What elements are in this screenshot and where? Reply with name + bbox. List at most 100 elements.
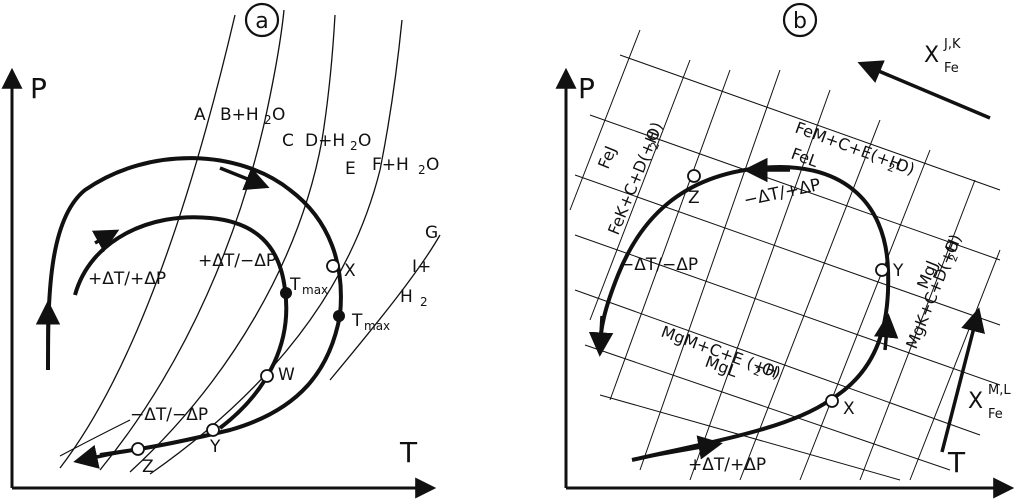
arrow-left <box>73 444 121 469</box>
panel-a-field-labels: A B+H 2 O C D+H 2 O E F+H 2 O G I+ H 2 <box>194 105 439 309</box>
annotation-dtp-minus-minus: −ΔT/−ΔP <box>130 405 208 425</box>
arrow-b-right <box>873 313 899 351</box>
reaction-curve-5 <box>329 234 441 381</box>
tmax-dot-inner <box>280 287 292 299</box>
grid-shallow-1 <box>619 54 1001 191</box>
tmax-inner-sub: max <box>302 283 328 297</box>
label-mgm-sub: 2 <box>752 365 763 380</box>
tmax-outer-label: T <box>351 311 363 331</box>
x-fe-ml-sub: Fe <box>988 407 1003 422</box>
pt-path-b <box>598 165 891 462</box>
grid-steep-4 <box>639 69 781 471</box>
x-fe-jk-label: X <box>924 43 939 68</box>
reaction-curve-4 <box>149 19 403 475</box>
point-y-a-label: Y <box>209 437 221 457</box>
grid-shallow-5 <box>574 289 981 436</box>
panel-a-axis-t-label: T <box>399 436 418 469</box>
grid-shallow-4 <box>574 234 1001 386</box>
arrow-x-fe-jk <box>857 60 991 120</box>
grid-shallow-6 <box>584 344 951 471</box>
label-fek-group: FeK+C+D(+H 2 O) <box>604 119 667 237</box>
point-w <box>260 369 274 383</box>
panel-b-axis-t-label: T <box>947 446 966 479</box>
label-fek-sub: 2 <box>648 140 663 151</box>
arrow-inner <box>91 229 120 253</box>
grid-steep-3 <box>609 69 731 401</box>
point-y-a <box>206 423 220 437</box>
field-f-h2o: F+H <box>372 155 409 175</box>
field-i: I+ <box>412 257 431 277</box>
point-z-a <box>131 442 145 456</box>
tmax-inner-label: T <box>289 275 301 295</box>
point-y-b-label: Y <box>892 261 904 281</box>
field-b-h2o: B+H <box>220 105 259 125</box>
panel-a-axis-p-label: P <box>30 72 47 105</box>
field-d-h2o: D+H <box>305 131 345 151</box>
grid-shallow-7 <box>599 394 901 481</box>
label-fem-sub: 2 <box>886 161 897 176</box>
field-f-water-sub: 2 <box>418 163 426 177</box>
panel-a-label-circle <box>244 2 280 38</box>
field-g: G <box>425 223 438 243</box>
grid-steep-6 <box>739 119 881 481</box>
tmax-dot-outer <box>333 310 345 322</box>
field-d-water-sub: 2 <box>350 139 358 153</box>
arrow-b-left <box>588 315 614 357</box>
field-e: E <box>345 159 356 179</box>
panel-b-phase-labels: FeJ FeK+C+D(+H 2 O) FeM+C+E(+H 2 O) FeL … <box>594 118 965 383</box>
point-x-b-label: X <box>843 399 855 419</box>
x-fe-ml-label: X <box>968 389 983 414</box>
grid-steep-8 <box>859 179 976 481</box>
panel-b-label-circle <box>782 2 818 38</box>
field-a: A <box>194 105 206 125</box>
reaction-curve-3 <box>129 14 336 473</box>
reaction-curve-1 <box>59 14 236 469</box>
annotation-b-top: −ΔT/+ΔP <box>742 175 823 211</box>
pt-path-inner <box>73 215 289 430</box>
panel-a-label: a <box>255 9 268 34</box>
reaction-curve-2 <box>99 9 285 471</box>
point-x-a <box>326 259 340 273</box>
point-w-label: W <box>278 365 295 385</box>
field-b-water-o: O <box>272 105 285 125</box>
pt-path-outer <box>46 156 343 457</box>
field-c: C <box>282 131 294 151</box>
field-i-water-sub: 2 <box>420 295 428 309</box>
x-fe-jk-sup: J,K <box>943 37 961 52</box>
grid-steep-7 <box>799 149 931 481</box>
panel-b-composition-grid <box>569 29 1001 481</box>
annotation-b-bottom: +ΔT/+ΔP <box>688 455 766 475</box>
annotation-b-left: −ΔT/−ΔP <box>620 255 698 275</box>
label-fej: FeJ <box>594 143 620 171</box>
x-fe-jk-sub: Fe <box>944 61 959 76</box>
field-b-water-sub: 2 <box>264 113 272 127</box>
panel-b-axis-p-label: P <box>578 72 595 105</box>
annotation-dtp-plus-plus: +ΔT/+ΔP <box>88 269 166 289</box>
annotation-dtp-plus-minus: +ΔT/−ΔP <box>198 251 276 271</box>
panel-b-label: b <box>793 9 807 34</box>
field-i-h2o: H <box>400 287 413 307</box>
tmax-outer-sub: max <box>364 319 390 333</box>
grid-steep-9 <box>909 249 1001 481</box>
reaction-curve-lower <box>59 419 131 457</box>
arrow-top <box>219 166 270 191</box>
arrow-x-fe-ml <box>940 307 985 453</box>
field-d-water-o: O <box>358 131 371 151</box>
point-y-b <box>875 263 889 277</box>
x-fe-ml-sup: M,L <box>988 383 1011 398</box>
grid-shallow-3 <box>574 174 1001 326</box>
point-z-b <box>687 169 701 183</box>
field-f-water-o: O <box>426 155 439 175</box>
arrow-b-bottom <box>649 435 723 460</box>
label-mgk-group: MgK+C+D(+H 2 O) <box>902 231 965 351</box>
grid-steep-5 <box>689 89 831 481</box>
panel-a: a P T A B+H 2 O C D+H 2 O E F+H 2 O <box>1 2 441 499</box>
grid-steep-2 <box>589 59 691 321</box>
point-x-b <box>825 394 839 408</box>
grid-shallow-2 <box>589 114 1001 261</box>
point-x-a-label: X <box>344 261 356 281</box>
point-z-b-label: Z <box>688 188 700 208</box>
label-mgk-sub: 2 <box>946 252 961 263</box>
